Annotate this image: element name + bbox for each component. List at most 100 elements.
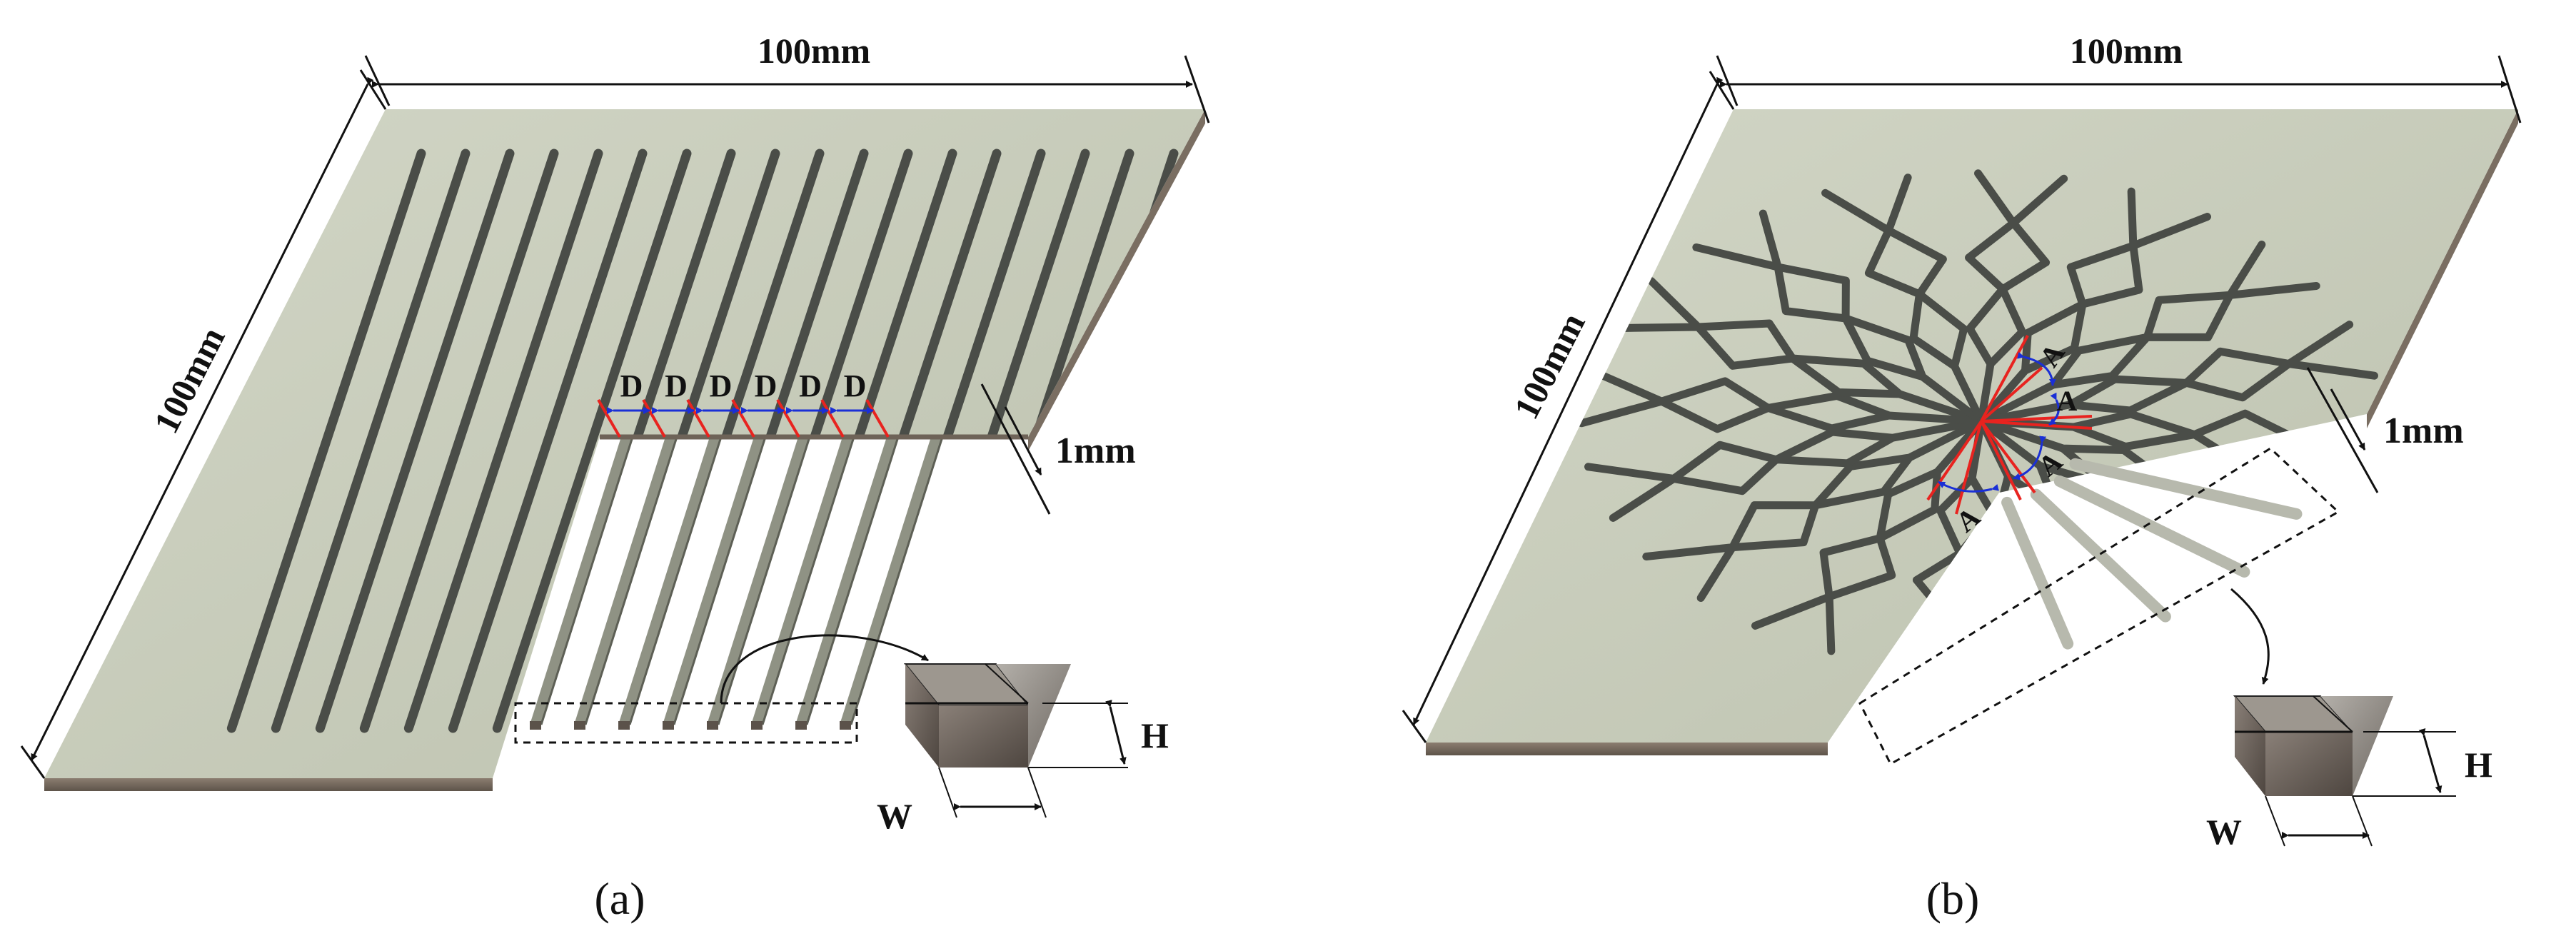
angle-label: A <box>2057 385 2078 417</box>
angle-ray <box>1981 420 2093 430</box>
channel-rib-edge <box>673 436 767 725</box>
network-rib <box>2053 475 2250 578</box>
network-branch <box>1751 417 1986 655</box>
spacing-tick <box>820 399 845 438</box>
network-branch <box>1977 187 2212 426</box>
channel-cross-section-b: H W <box>2206 695 2492 852</box>
dimension-thickness-b: 1mm <box>2306 367 2464 493</box>
angle-ray <box>1926 420 1983 501</box>
channel-rib-edge <box>850 436 944 725</box>
network-rib <box>2001 496 2074 650</box>
channel-outlet <box>840 721 851 730</box>
network-outlet-highlight-b <box>1858 447 2340 766</box>
channel-slot <box>1031 149 1134 442</box>
angle-arc <box>2013 436 2047 480</box>
dim-top-label-b: 100mm <box>2070 31 2183 71</box>
angle-ray <box>1980 420 2036 494</box>
channel-rib <box>663 437 765 725</box>
dim-thickness-label-b: 1mm <box>2383 411 2464 451</box>
channel-outlet <box>707 721 718 730</box>
channel-slot <box>898 149 1002 442</box>
channel-rib-edge <box>761 436 855 725</box>
callout-arrow-a <box>720 634 929 704</box>
channel-slot <box>359 149 559 733</box>
channel-outlet-highlight-a <box>514 702 858 744</box>
channel-outlet <box>751 721 763 730</box>
network-rib <box>2030 488 2171 623</box>
caption-b: (b) <box>1926 873 1980 924</box>
spacing-tick <box>642 399 666 438</box>
spacing-label: D <box>844 368 867 403</box>
spacing-tick <box>731 399 755 438</box>
channel-rib <box>530 437 633 725</box>
channel-rib <box>751 437 854 725</box>
channel-rib <box>574 437 677 725</box>
plate-b-front-edge <box>1426 743 1828 755</box>
height-label-a: H <box>1141 715 1169 755</box>
width-label-b: W <box>2206 812 2242 852</box>
channel-slot <box>403 149 603 733</box>
channel-outlet <box>618 721 630 730</box>
spacing-tick <box>686 399 710 438</box>
channel-rib-edge <box>628 436 723 725</box>
channel-slot <box>942 149 1046 442</box>
caption-a: (a) <box>594 873 645 924</box>
channel-slot <box>492 149 692 733</box>
network-branch <box>1642 417 1986 602</box>
channel-slot <box>854 149 957 442</box>
angle-ray <box>1981 415 2093 423</box>
spacing-label: D <box>799 368 822 403</box>
spacing-tick <box>597 399 621 438</box>
plate-b-right-edge <box>2367 109 2518 428</box>
channel-outlet <box>574 721 585 730</box>
plate-a-right-edge <box>1028 109 1205 451</box>
width-label-a: W <box>877 796 912 836</box>
channel-rib-edge <box>717 436 811 725</box>
angle-ray <box>1980 421 2022 500</box>
channel-outlet <box>663 721 674 730</box>
network-branch <box>1977 241 2320 426</box>
angle-arc <box>2017 351 2056 386</box>
spacing-label: D <box>620 368 643 403</box>
channel-rib <box>840 437 942 725</box>
exposed-network-ribs <box>2001 458 2303 650</box>
dim-thickness-label-a: 1mm <box>1055 431 1136 471</box>
channel-rib-edge <box>540 436 634 725</box>
channel-rib <box>618 437 721 725</box>
channel-rib <box>707 437 810 725</box>
dimension-top-a: 100mm <box>364 31 1210 124</box>
network-rib <box>2069 458 2303 520</box>
dim-side-label-b: 100mm <box>1506 306 1593 425</box>
angle-ray <box>1980 335 2029 422</box>
network-branch <box>1821 173 1986 426</box>
channel-outlet <box>530 721 541 730</box>
channel-slot <box>987 149 1090 442</box>
channel-outlet <box>795 721 807 730</box>
angle-arc <box>2048 392 2060 426</box>
network-branch <box>1692 209 1986 426</box>
network-branch <box>1965 169 2068 426</box>
dim-top-label-a: 100mm <box>758 31 870 71</box>
angle-arc <box>1938 480 1999 493</box>
height-label-b: H <box>2465 745 2492 785</box>
spacing-tick <box>865 399 890 438</box>
exposed-channel-ribs <box>530 434 1028 730</box>
spacing-label: D <box>710 368 733 403</box>
channel-rib-edge <box>584 436 678 725</box>
channel-rib <box>795 437 898 725</box>
dimension-thickness-a: 1mm <box>980 383 1136 515</box>
angle-ray <box>1955 421 1983 515</box>
channel-rib-edge <box>805 436 900 725</box>
channel-slot <box>448 149 648 733</box>
spacing-tick <box>776 399 800 438</box>
spacing-label: D <box>665 368 688 403</box>
callout-arrow-b <box>2230 588 2270 685</box>
spacing-label: D <box>755 368 778 403</box>
channel-cross-section-a: H W <box>877 663 1169 836</box>
network-branch <box>1977 321 2378 426</box>
dimension-top-b: 100mm <box>1716 31 2522 124</box>
